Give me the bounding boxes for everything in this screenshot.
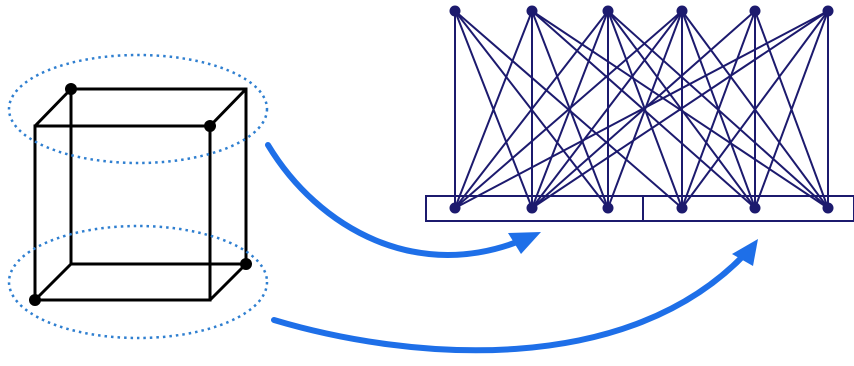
graph-edge <box>681 10 756 209</box>
cube-edge-bottom-left <box>33 262 73 302</box>
graph-bottom-vertex <box>526 202 538 214</box>
graph-bottom-vertex <box>602 202 614 214</box>
cube-vertex-back-top-left <box>65 83 77 95</box>
cube-edge-top-right <box>208 87 248 128</box>
graph-top-vertex <box>676 5 688 17</box>
graph-edge <box>531 10 829 209</box>
arrow-upper-to-left-partition <box>265 142 530 258</box>
graph-bottom-vertex <box>676 202 688 214</box>
graph-top-vertex <box>449 5 461 17</box>
cube-vertex-front-bottom-left <box>29 294 41 306</box>
upper-vertex-group-ellipse <box>7 53 269 165</box>
graph-top-vertex <box>749 5 761 17</box>
lower-vertex-group-ellipse <box>7 224 269 340</box>
cube-vertex-back-bottom-right <box>240 258 252 270</box>
graph-edge <box>531 10 683 209</box>
graph-edge <box>454 10 533 209</box>
arrow-lower-head <box>732 239 758 266</box>
graph-top-vertices <box>449 5 834 17</box>
arrow-upper-head <box>508 232 541 254</box>
graph-edge <box>454 10 609 209</box>
graph-bottom-vertex <box>749 202 761 214</box>
graph-edge <box>681 10 829 209</box>
graph-top-vertex <box>602 5 614 17</box>
graph-edges <box>454 10 829 209</box>
graph-bottom-vertices <box>449 202 834 214</box>
graph-top-vertex <box>526 5 538 17</box>
arrow-lower-to-right-partition <box>271 248 751 354</box>
cube <box>29 83 252 306</box>
cube-vertex-front-top-right <box>204 120 216 132</box>
cube-edge-top-left <box>33 87 73 128</box>
graph-top-vertex <box>822 5 834 17</box>
partition-box-right <box>642 195 854 222</box>
graph-edge <box>454 10 829 209</box>
graph-edge <box>454 10 683 209</box>
graph-bottom-vertex <box>449 202 461 214</box>
graph-edge <box>754 10 829 209</box>
graph-bottom-vertex <box>822 202 834 214</box>
cube-edge-bottom-right <box>208 262 248 302</box>
bipartite-graph <box>425 5 854 222</box>
